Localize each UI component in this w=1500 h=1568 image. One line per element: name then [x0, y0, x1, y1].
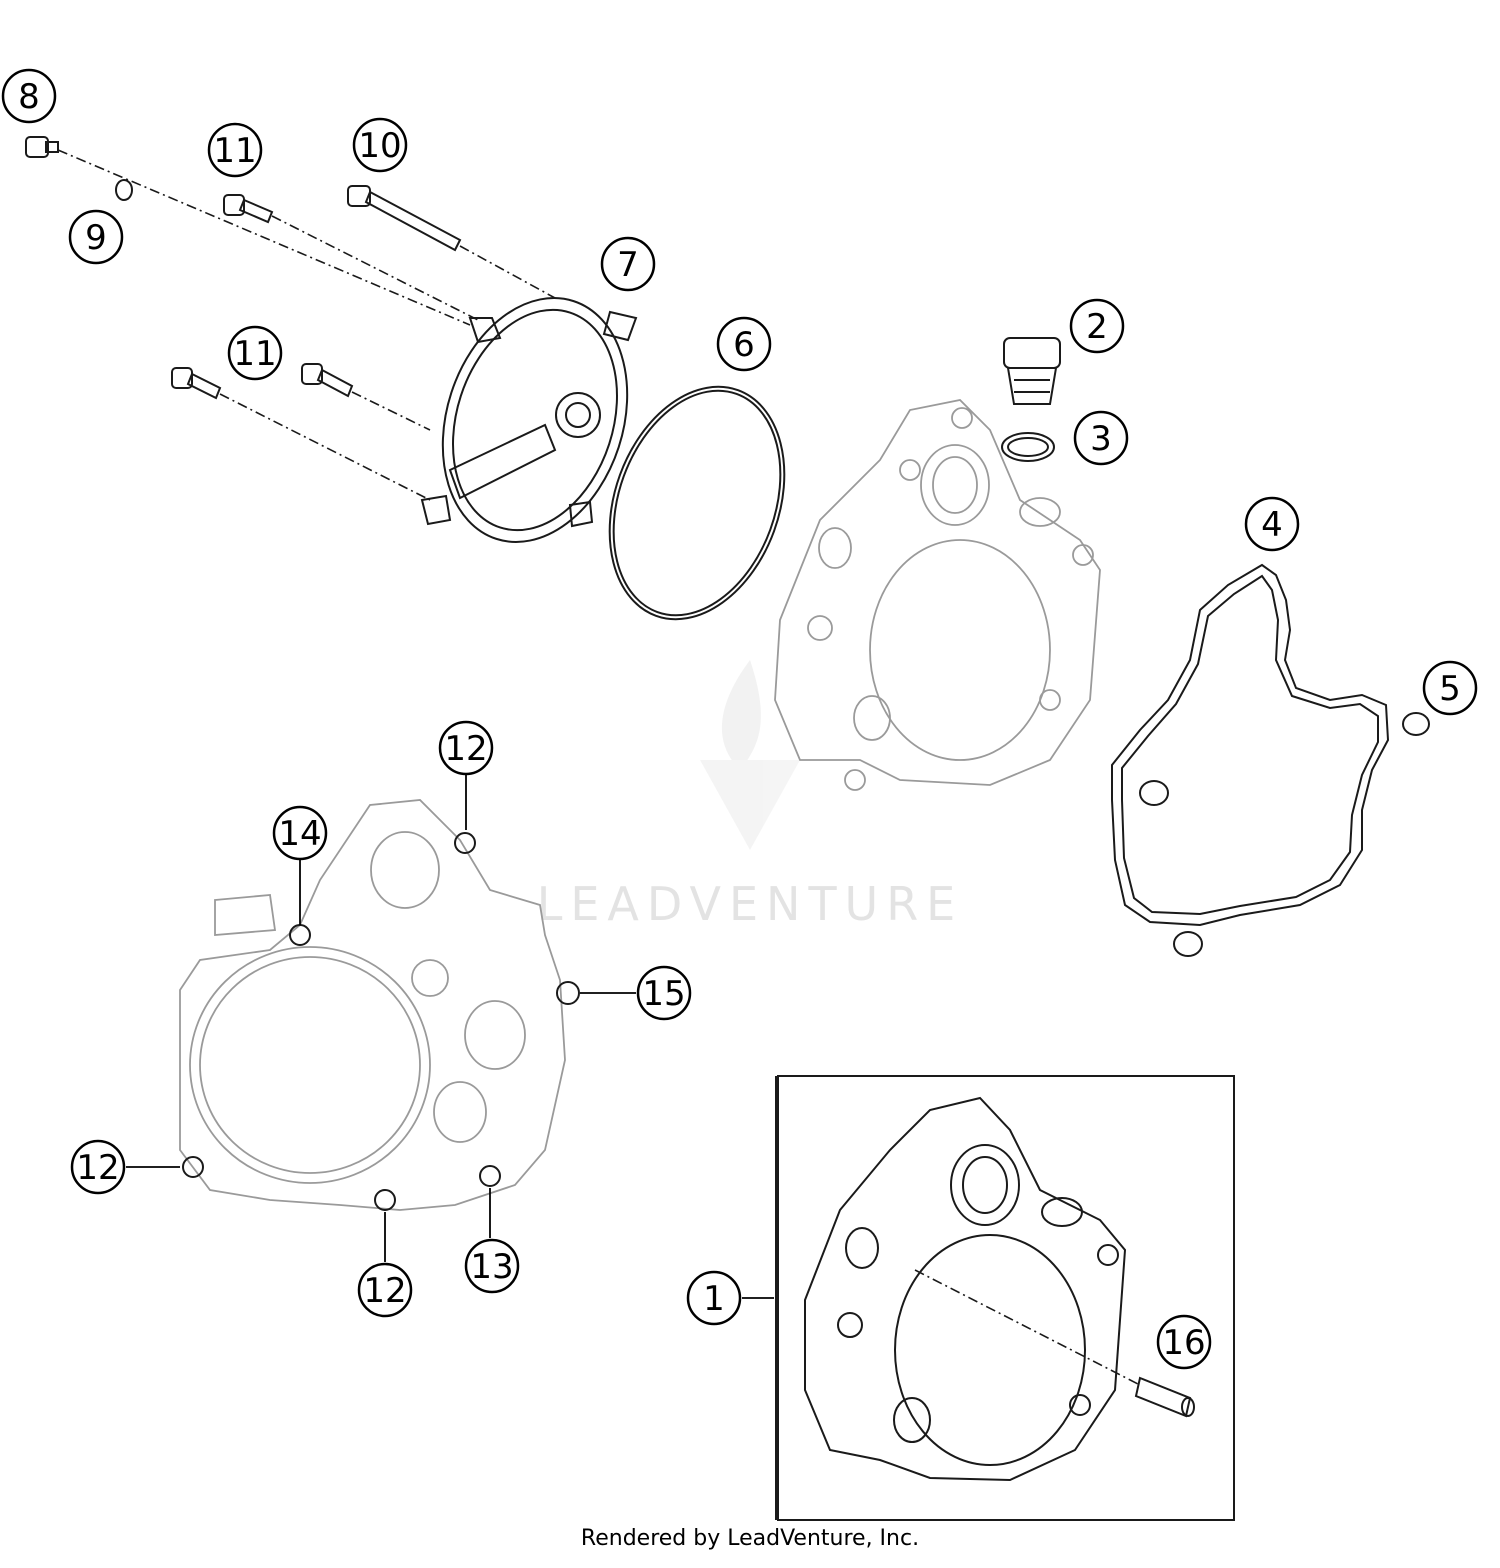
svg-text:13: 13	[470, 1247, 513, 1287]
svg-text:12: 12	[363, 1271, 406, 1311]
gasket-4	[1111, 563, 1390, 927]
callout-12-top: 12	[438, 720, 494, 776]
seal-ring-3-inner	[1007, 437, 1049, 457]
dowel-4a	[1139, 780, 1169, 806]
bolt-8	[25, 136, 59, 158]
axis-line-10	[459, 245, 556, 299]
washer-9	[115, 179, 133, 201]
svg-text:1: 1	[703, 1279, 725, 1319]
o-ring-6-inner	[612, 389, 782, 617]
svg-text:11: 11	[213, 131, 256, 171]
axis-line-11c	[351, 391, 431, 431]
ignition-cover-rear	[179, 799, 580, 1211]
svg-text:2: 2	[1086, 307, 1108, 347]
watermark-logo	[700, 660, 800, 850]
callout-7: 7	[600, 236, 656, 292]
dowel-pin-16	[1134, 1376, 1195, 1418]
svg-text:10: 10	[358, 126, 401, 166]
clutch-cover-7	[420, 297, 638, 543]
callout-5: 5	[1422, 660, 1478, 716]
callout-15: 15	[636, 965, 692, 1021]
axis-line-8	[57, 149, 471, 326]
callout-2: 2	[1069, 298, 1125, 354]
ignition-cover-assembly-1	[804, 1096, 1127, 1482]
svg-text:16: 16	[1162, 1323, 1205, 1363]
svg-text:6: 6	[733, 325, 755, 365]
svg-text:5: 5	[1439, 669, 1461, 709]
axis-line-16	[914, 1269, 1141, 1386]
callout-6: 6	[716, 316, 772, 372]
callout-9: 9	[68, 209, 124, 265]
bolt-11-lower-b	[301, 363, 354, 398]
svg-text:7: 7	[617, 245, 639, 285]
callout-4: 4	[1244, 496, 1300, 552]
dowel-5	[1402, 712, 1430, 736]
callout-11-top: 11	[207, 122, 263, 178]
callout-1: 1	[686, 1270, 742, 1326]
seal-ring-3	[1001, 432, 1055, 462]
callout-16: 16	[1156, 1314, 1212, 1370]
callout-12-bottom: 12	[357, 1262, 413, 1318]
svg-text:15: 15	[642, 974, 685, 1014]
svg-text:3: 3	[1090, 419, 1112, 459]
dowel-4b	[1173, 931, 1203, 957]
callout-11-mid: 11	[227, 325, 283, 381]
callout-3: 3	[1073, 410, 1129, 466]
bolt-11-lower-a	[171, 367, 222, 400]
bolt-10	[347, 185, 462, 252]
footer-credit: Rendered by LeadVenture, Inc.	[580, 1526, 920, 1551]
callout-8: 8	[1, 68, 57, 124]
svg-text:11: 11	[233, 334, 276, 374]
axis-line-11a	[271, 215, 479, 321]
svg-text:4: 4	[1261, 505, 1283, 545]
watermark-text: LEADVENTURE	[537, 877, 964, 931]
axis-line-11b	[219, 393, 431, 501]
assembly-box	[777, 1075, 1235, 1521]
svg-text:12: 12	[76, 1148, 119, 1188]
svg-text:14: 14	[278, 814, 321, 854]
callout-14: 14	[272, 805, 328, 861]
callout-12-left: 12	[70, 1139, 126, 1195]
svg-text:9: 9	[85, 218, 107, 258]
ignition-cover-center	[774, 399, 1101, 791]
oil-plug-2	[1003, 337, 1061, 405]
callout-10: 10	[352, 117, 408, 173]
o-ring-6	[608, 385, 786, 621]
svg-text:8: 8	[18, 77, 40, 117]
gasket-4-inner	[1121, 574, 1379, 916]
bolt-11-upper	[223, 194, 274, 224]
svg-text:12: 12	[444, 729, 487, 769]
callout-13: 13	[464, 1238, 520, 1294]
